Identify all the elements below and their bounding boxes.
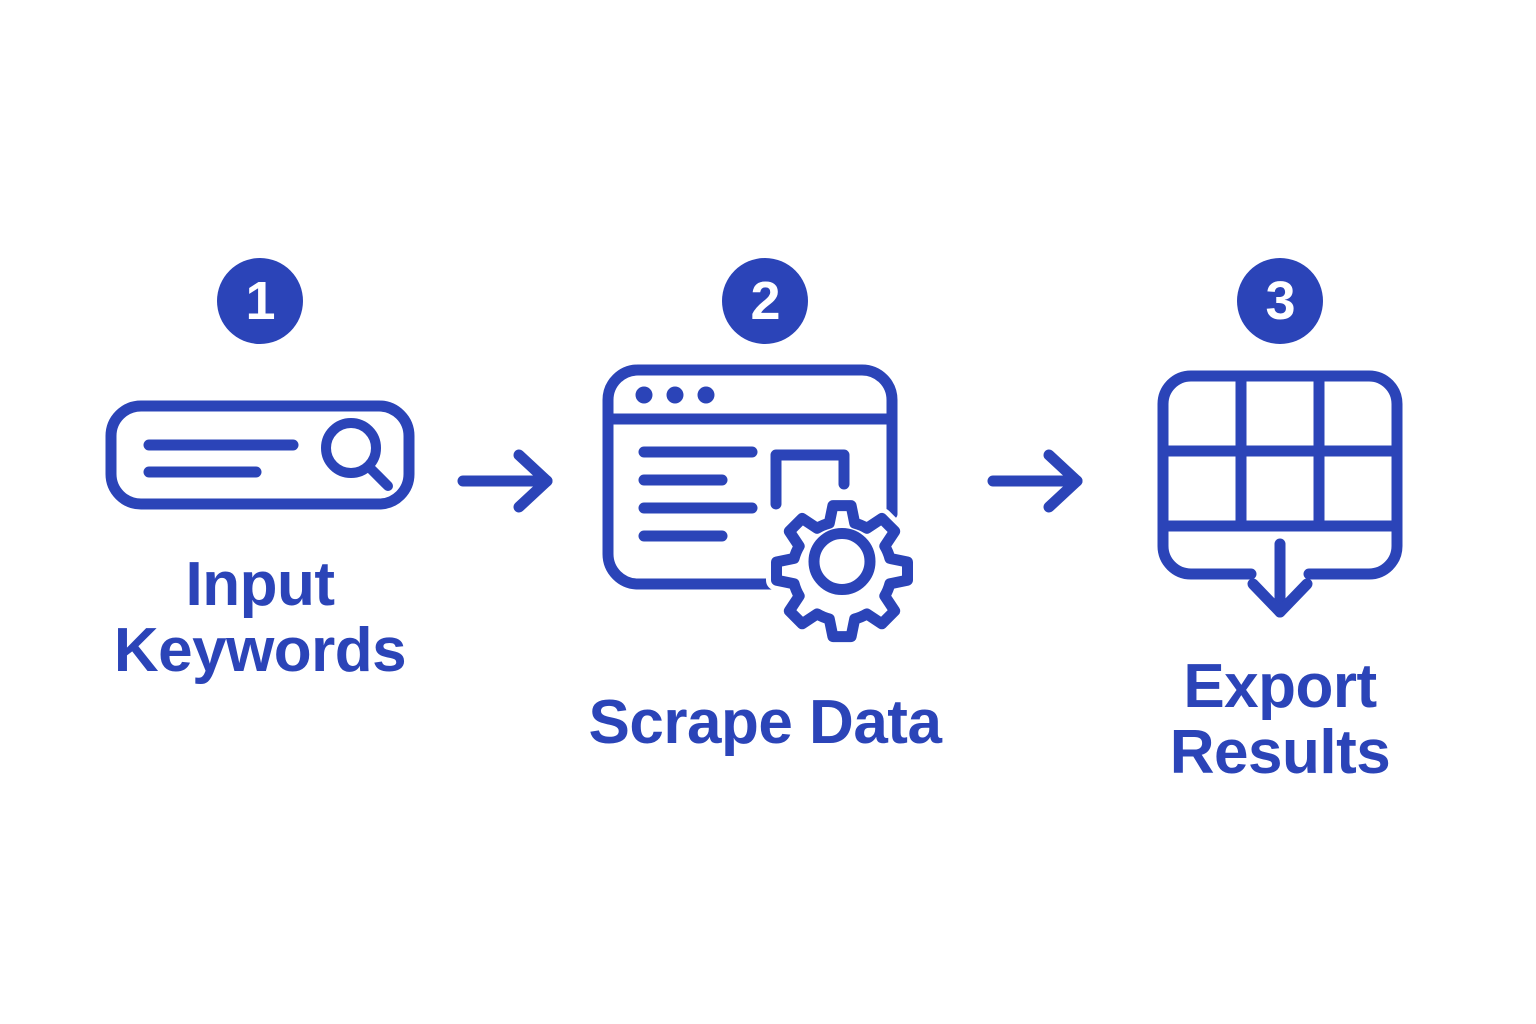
arrow-head bbox=[1043, 449, 1083, 513]
table-frame bbox=[1157, 370, 1403, 580]
arrow-right-icon-svg bbox=[987, 449, 1083, 513]
download-arrow-head bbox=[1247, 578, 1313, 618]
browser-window-gear-icon bbox=[600, 362, 930, 652]
step-number-badge-3: 3 bbox=[1237, 258, 1323, 344]
step-number-badge-1: 1 bbox=[217, 258, 303, 344]
search-bar-icon bbox=[105, 400, 415, 510]
gear-center-hole bbox=[808, 528, 876, 595]
search-bar-outline bbox=[105, 400, 415, 510]
arrow-right-icon-svg bbox=[457, 449, 553, 513]
process-step-2: 2 bbox=[570, 258, 960, 756]
process-step-3: 3 Export Results bbox=[1110, 258, 1450, 785]
gear-icon bbox=[766, 495, 918, 648]
arrow-right-icon-2 bbox=[985, 445, 1095, 515]
magnifier-lens bbox=[321, 418, 381, 478]
arrow-head bbox=[513, 449, 553, 513]
browser-dot-3 bbox=[697, 386, 715, 404]
table-download-icon bbox=[1155, 368, 1405, 638]
arrow-right-icon-1 bbox=[455, 445, 565, 515]
gear-body bbox=[771, 500, 913, 643]
search-bar-icon-svg bbox=[105, 400, 415, 510]
step-caption-3: Export Results bbox=[1169, 652, 1391, 787]
step-caption-1: Input Keywords bbox=[113, 550, 407, 685]
step-caption-2: Scrape Data bbox=[588, 688, 942, 757]
browser-dot-1 bbox=[635, 386, 653, 404]
magnifier-handle bbox=[364, 462, 393, 491]
browser-window-gear-icon-svg bbox=[602, 364, 918, 648]
browser-dot-2 bbox=[666, 386, 684, 404]
process-step-1: 1 Input Keywords bbox=[60, 258, 460, 683]
content-panel-outline bbox=[770, 449, 850, 510]
step-number-badge-2: 2 bbox=[722, 258, 808, 344]
table-download-icon-svg bbox=[1157, 370, 1403, 618]
